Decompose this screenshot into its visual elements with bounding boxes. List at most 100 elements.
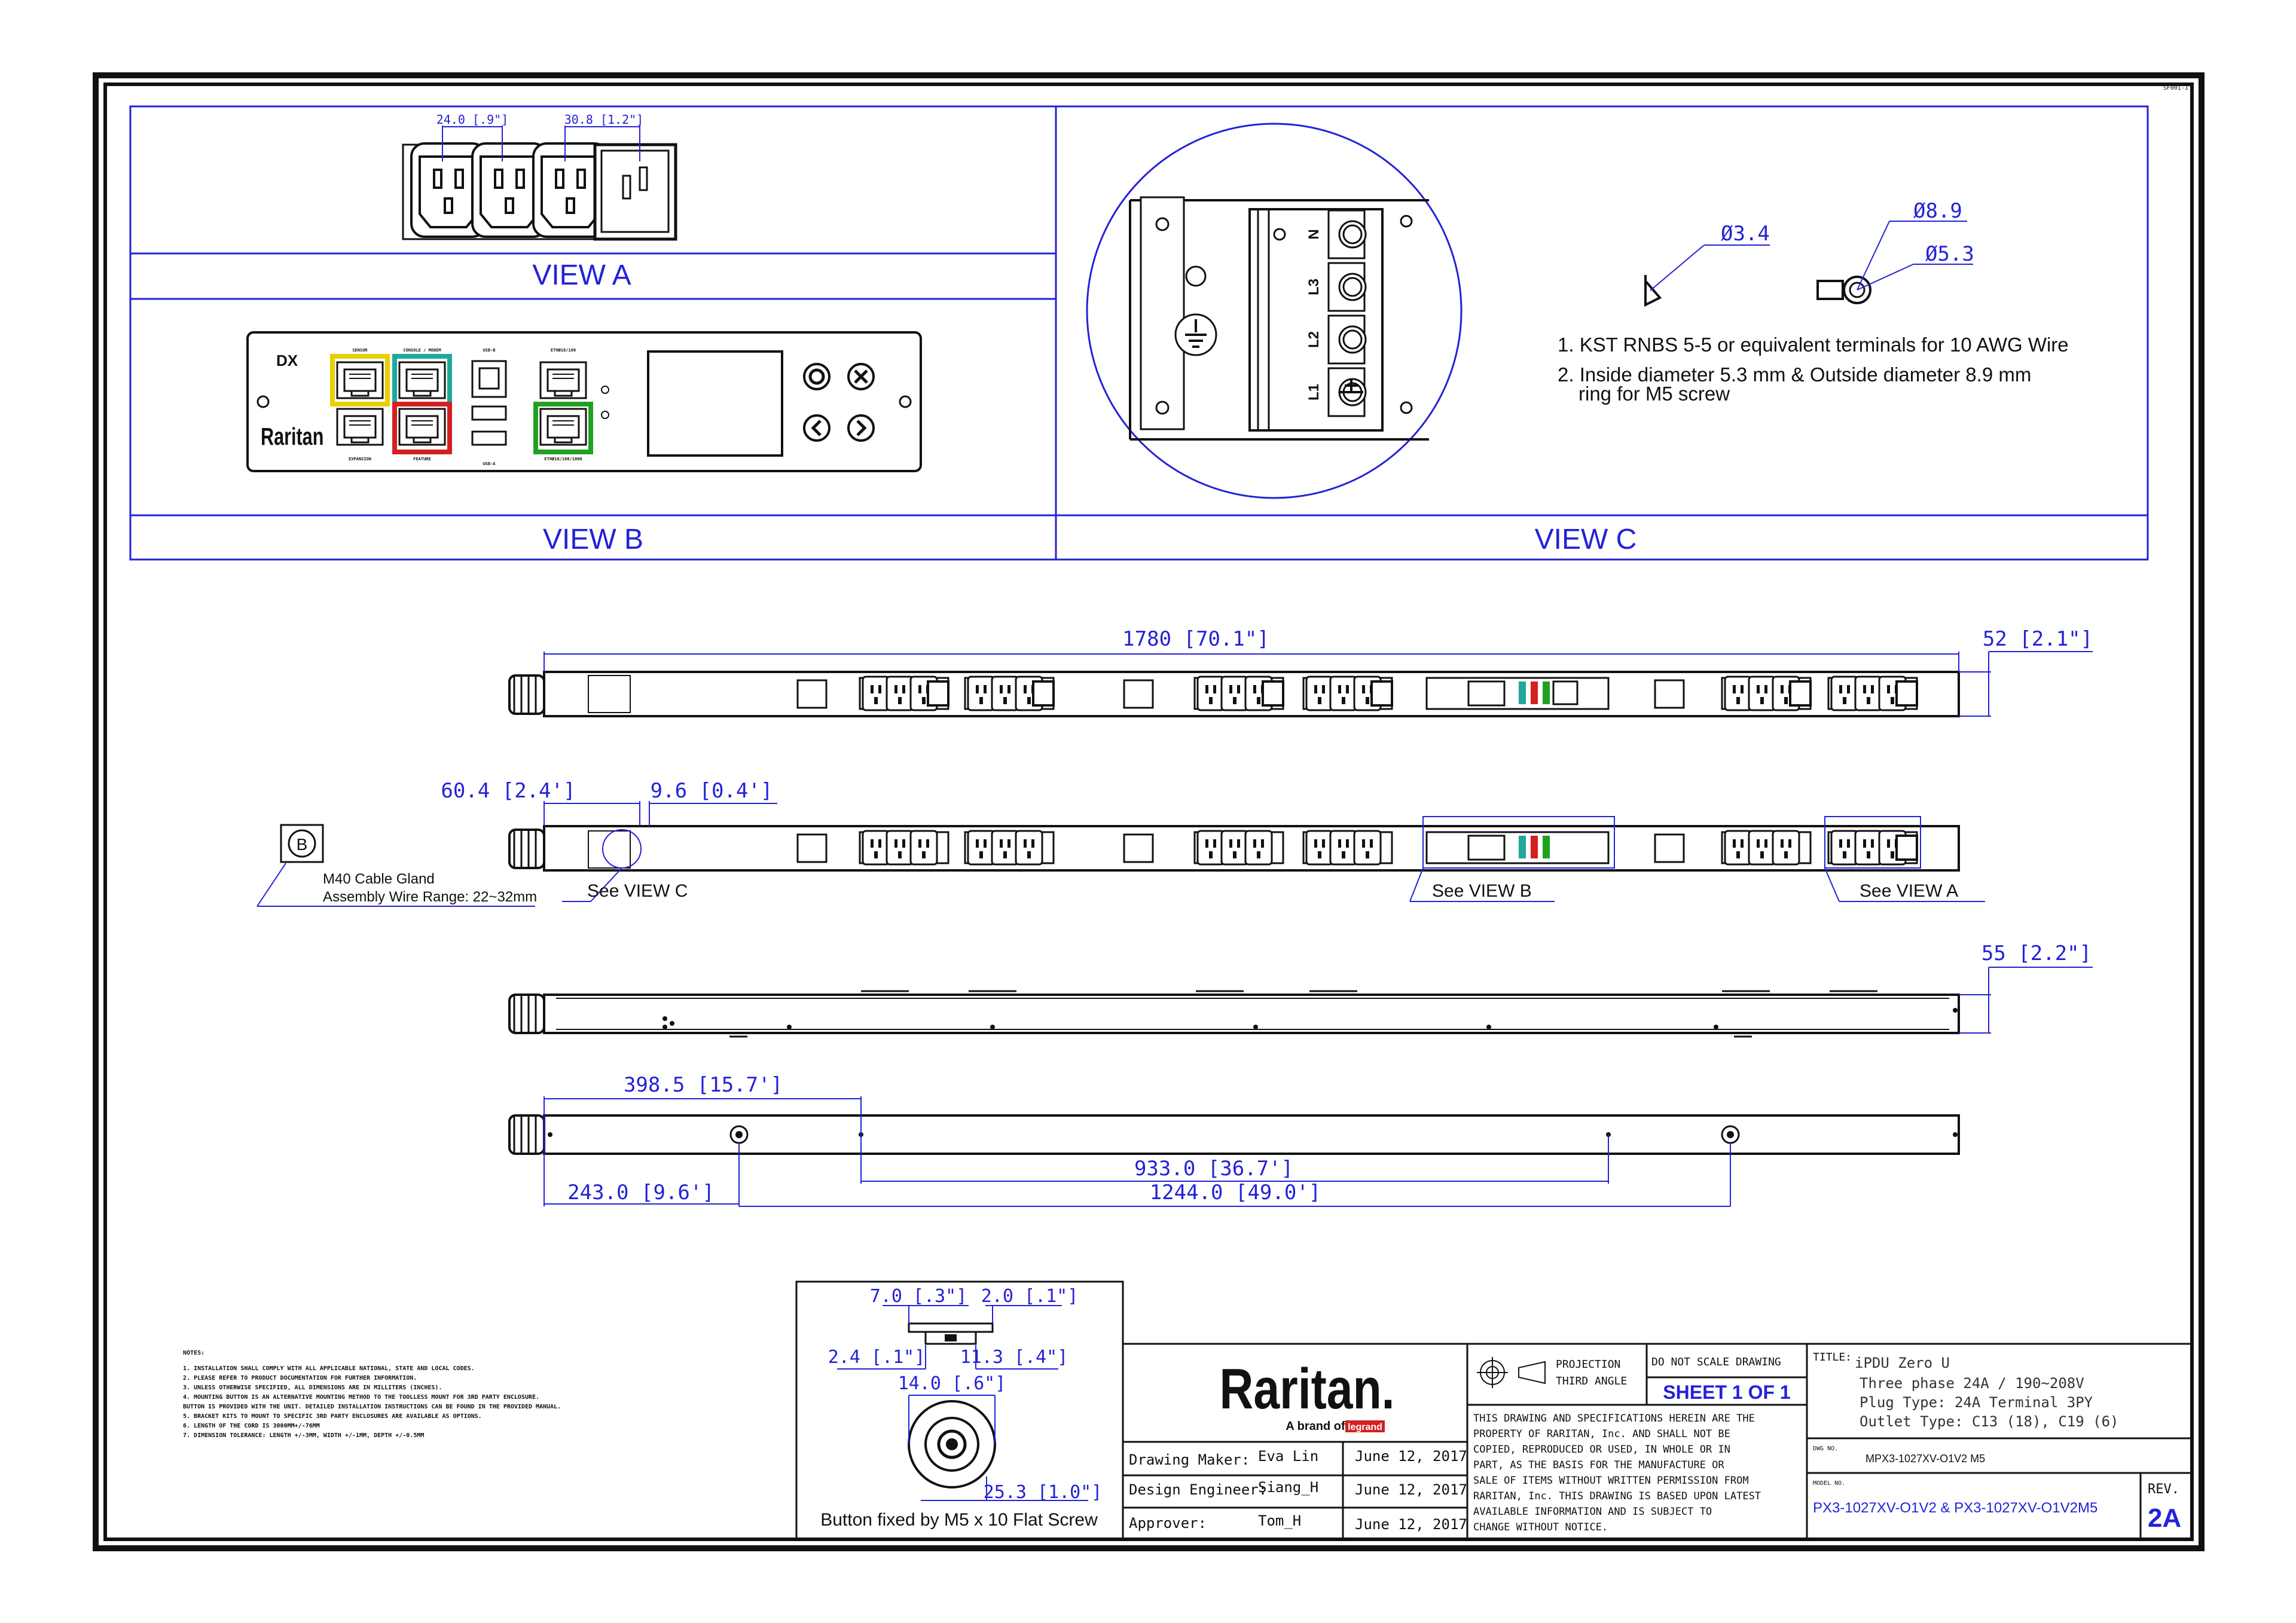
terminal-label: N: [1306, 229, 1322, 239]
view-grid: [129, 105, 2149, 561]
button-dim-1: 7.0 [.3"]: [870, 1286, 967, 1307]
view-a-dim-left: 24.0 [.9"]: [436, 112, 508, 127]
gland-line1: M40 Cable Gland: [323, 871, 435, 887]
sheet-number: SHEET 1 OF 1: [1663, 1381, 1790, 1403]
signoff-date: June 12, 2017: [1355, 1448, 1467, 1465]
button-dim-4: 11.3 [.4"]: [960, 1347, 1068, 1368]
terminal-label: L3: [1306, 279, 1322, 295]
view-b-title: VIEW B: [543, 524, 643, 555]
port-label: FEATURE: [413, 457, 431, 461]
company-tagline: A brand of: [1286, 1420, 1345, 1433]
signoff-role: Approver:: [1129, 1515, 1207, 1532]
signoff-name: Eva Lin: [1258, 1448, 1318, 1465]
see-view-b: See VIEW B: [1432, 881, 1532, 901]
button-dim-2: 2.0 [.1"]: [981, 1286, 1079, 1307]
signoff-role: Design Engineer:: [1129, 1481, 1267, 1498]
dim-hole-1: 398.5 [15.7']: [624, 1073, 783, 1097]
disclaimer-line: CHANGE WITHOUT NOTICE.: [1473, 1521, 1608, 1533]
gland-letter: B: [297, 835, 308, 854]
rev-value: 2A: [2148, 1503, 2181, 1533]
terminal-label: L1: [1306, 384, 1322, 401]
note-item: 3. UNLESS OTHERWISE SPECIFIED, ALL DIMEN…: [183, 1384, 442, 1391]
signoff-role: Drawing Maker:: [1129, 1451, 1250, 1468]
port-label: EXPANSION: [349, 457, 371, 461]
view-a: 24.0 [.9"] 30.8 [1.2"] VIEW A: [402, 112, 677, 291]
view-b: DX Raritan SENSOR CONSOLE / MODEM USB-B …: [246, 331, 922, 555]
button-caption: Button fixed by M5 x 10 Flat Screw: [820, 1510, 1098, 1530]
button-dim-3: 2.4 [.1"]: [828, 1347, 926, 1368]
button-dim-6: 25.3 [1.0"]: [984, 1482, 1103, 1503]
dim-hole-3: 243.0 [9.6']: [567, 1181, 715, 1205]
title-line: iPDU Zero U: [1855, 1355, 1950, 1371]
view-c-note: 2. Inside diameter 5.3 mm & Outside diam…: [1558, 363, 2031, 386]
note-item: BUTTON IS PROVIDED WITH THE UNIT. DETAIL…: [183, 1404, 561, 1410]
signoff-date: June 12, 2017: [1355, 1481, 1467, 1498]
dim-small: Ø3.4: [1721, 222, 1770, 246]
dim-overall-length: 1780 [70.1"]: [1122, 627, 1269, 651]
terminal-label: L2: [1306, 331, 1322, 348]
pdu-back-view: 398.5 [15.7'] 933.0 [36.7'] 243.0 [9.6']…: [508, 1073, 1960, 1207]
title-label: TITLE:: [1813, 1351, 1852, 1364]
model-label: MODEL NO.: [1813, 1480, 1845, 1487]
gland-line2: Assembly Wire Range: 22~32mm: [323, 889, 537, 905]
sheet-id: SF001-1: [2163, 85, 2188, 91]
view-c: N L3 L2 L1 Ø3.4 Ø8.9 Ø5.3 1. KST RNBS 5-…: [1086, 123, 2069, 555]
notes-block: NOTES: 1. INSTALLATION SHALL COMPLY WITH…: [183, 1350, 561, 1439]
port-label: SENSOR: [352, 348, 368, 353]
projection-line1: PROJECTION: [1556, 1358, 1620, 1371]
port-label: CONSOLE / MODEM: [403, 348, 441, 353]
view-c-title: VIEW C: [1535, 524, 1637, 555]
see-view-c: See VIEW C: [587, 881, 688, 901]
tagline-brand: legrand: [1348, 1422, 1382, 1432]
note-item: 5. BRACKET KITS TO MOUNT TO SPECIFIC 3RD…: [183, 1413, 482, 1420]
title-line: Plug Type: 24A Terminal 3PY: [1860, 1394, 2093, 1411]
view-b-brand: Raritan: [261, 423, 323, 450]
view-a-dim-right: 30.8 [1.2"]: [564, 112, 643, 127]
disclaimer-line: AVAILABLE INFORMATION AND IS SUBJECT TO: [1473, 1506, 1712, 1518]
disclaimer-line: PART, AS THE BASIS FOR THE MANUFACTURE O…: [1473, 1459, 1724, 1471]
signoff-name: Siang_H: [1258, 1479, 1318, 1496]
view-c-note: ring for M5 screw: [1578, 383, 1730, 405]
dim-inner: Ø5.3: [1925, 242, 1974, 266]
company-logo: Raritan.: [1219, 1357, 1394, 1421]
note-item: 7. DIMENSION TOLERANCE: LENGTH +/-3MM, W…: [183, 1432, 424, 1439]
dim-hole-2: 933.0 [36.7']: [1134, 1157, 1293, 1181]
button-dim-5: 14.0 [.6"]: [898, 1373, 1006, 1394]
port-label: ETHØ10/100/1000: [544, 457, 582, 461]
rev-label: REV.: [2148, 1482, 2179, 1497]
dwg-number: MPX3-1027XV-O1V2 M5: [1866, 1453, 1985, 1465]
signoff-name: Tom_H: [1258, 1512, 1301, 1529]
title-line: Three phase 24A / 190~208V: [1860, 1375, 2084, 1392]
pdu-front-view: 1780 [70.1"] 52 [2.1"]: [508, 627, 2093, 717]
signoff-date: June 12, 2017: [1355, 1516, 1467, 1533]
dim-inset: 9.6 [0.4']: [651, 779, 773, 803]
view-a-title: VIEW A: [532, 259, 631, 291]
note-item: 6. LENGTH OF THE CORD IS 3000MM+/-76MM: [183, 1423, 320, 1429]
see-view-a: See VIEW A: [1860, 881, 1958, 901]
disclaimer-line: COPIED, REPRODUCED OR USED, IN WHOLE OR …: [1473, 1444, 1730, 1456]
disclaimer-line: RARITAN, Inc. THIS DRAWING IS BASED UPON…: [1473, 1490, 1761, 1502]
disclaimer-line: THIS DRAWING AND SPECIFICATIONS HEREIN A…: [1473, 1413, 1755, 1425]
pdu-front-view-callouts: 60.4 [2.4'] 9.6 [0.4'] B M40 Cable Gland…: [257, 779, 1985, 907]
do-not-scale: DO NOT SCALE DRAWING: [1651, 1356, 1781, 1368]
note-item: 4. MOUNTING BUTTON IS AN ALTERNATIVE MOU…: [183, 1394, 539, 1401]
dim-depth: 55 [2.2"]: [1981, 942, 2092, 965]
dim-gland-width: 60.4 [2.4']: [441, 779, 575, 803]
dim-outer: Ø8.9: [1913, 199, 1962, 223]
title-line: Outlet Type: C13 (18), C19 (6): [1860, 1413, 2118, 1430]
note-item: 1. INSTALLATION SHALL COMPLY WITH ALL AP…: [183, 1365, 475, 1372]
pdu-side-view: 55 [2.2"]: [508, 942, 2093, 1038]
dim-width-a: 52 [2.1"]: [1983, 627, 2093, 651]
view-c-note: 1. KST RNBS 5-5 or equivalent terminals …: [1558, 334, 2069, 356]
button-detail: 7.0 [.3"] 2.0 [.1"] 2.4 [.1"] 11.3 [.4"]…: [795, 1280, 1124, 1541]
disclaimer-line: PROPERTY OF RARITAN, Inc. AND SHALL NOT …: [1473, 1428, 1730, 1440]
port-label: ETHØ10/100: [551, 348, 576, 353]
model-number: PX3-1027XV-O1V2 & PX3-1027XV-O1V2M5: [1813, 1500, 2097, 1516]
projection-symbol: [1477, 1357, 1546, 1388]
title-block: Raritan. A brand of legrand PROJECTION T…: [1122, 1343, 2193, 1541]
projection-line2: THIRD ANGLE: [1556, 1375, 1627, 1387]
disclaimer-line: SALE OF ITEMS WITHOUT WRITTEN PERMISSION…: [1473, 1475, 1749, 1487]
port-label: USB-A: [483, 461, 496, 466]
view-b-dx: DX: [276, 352, 298, 369]
